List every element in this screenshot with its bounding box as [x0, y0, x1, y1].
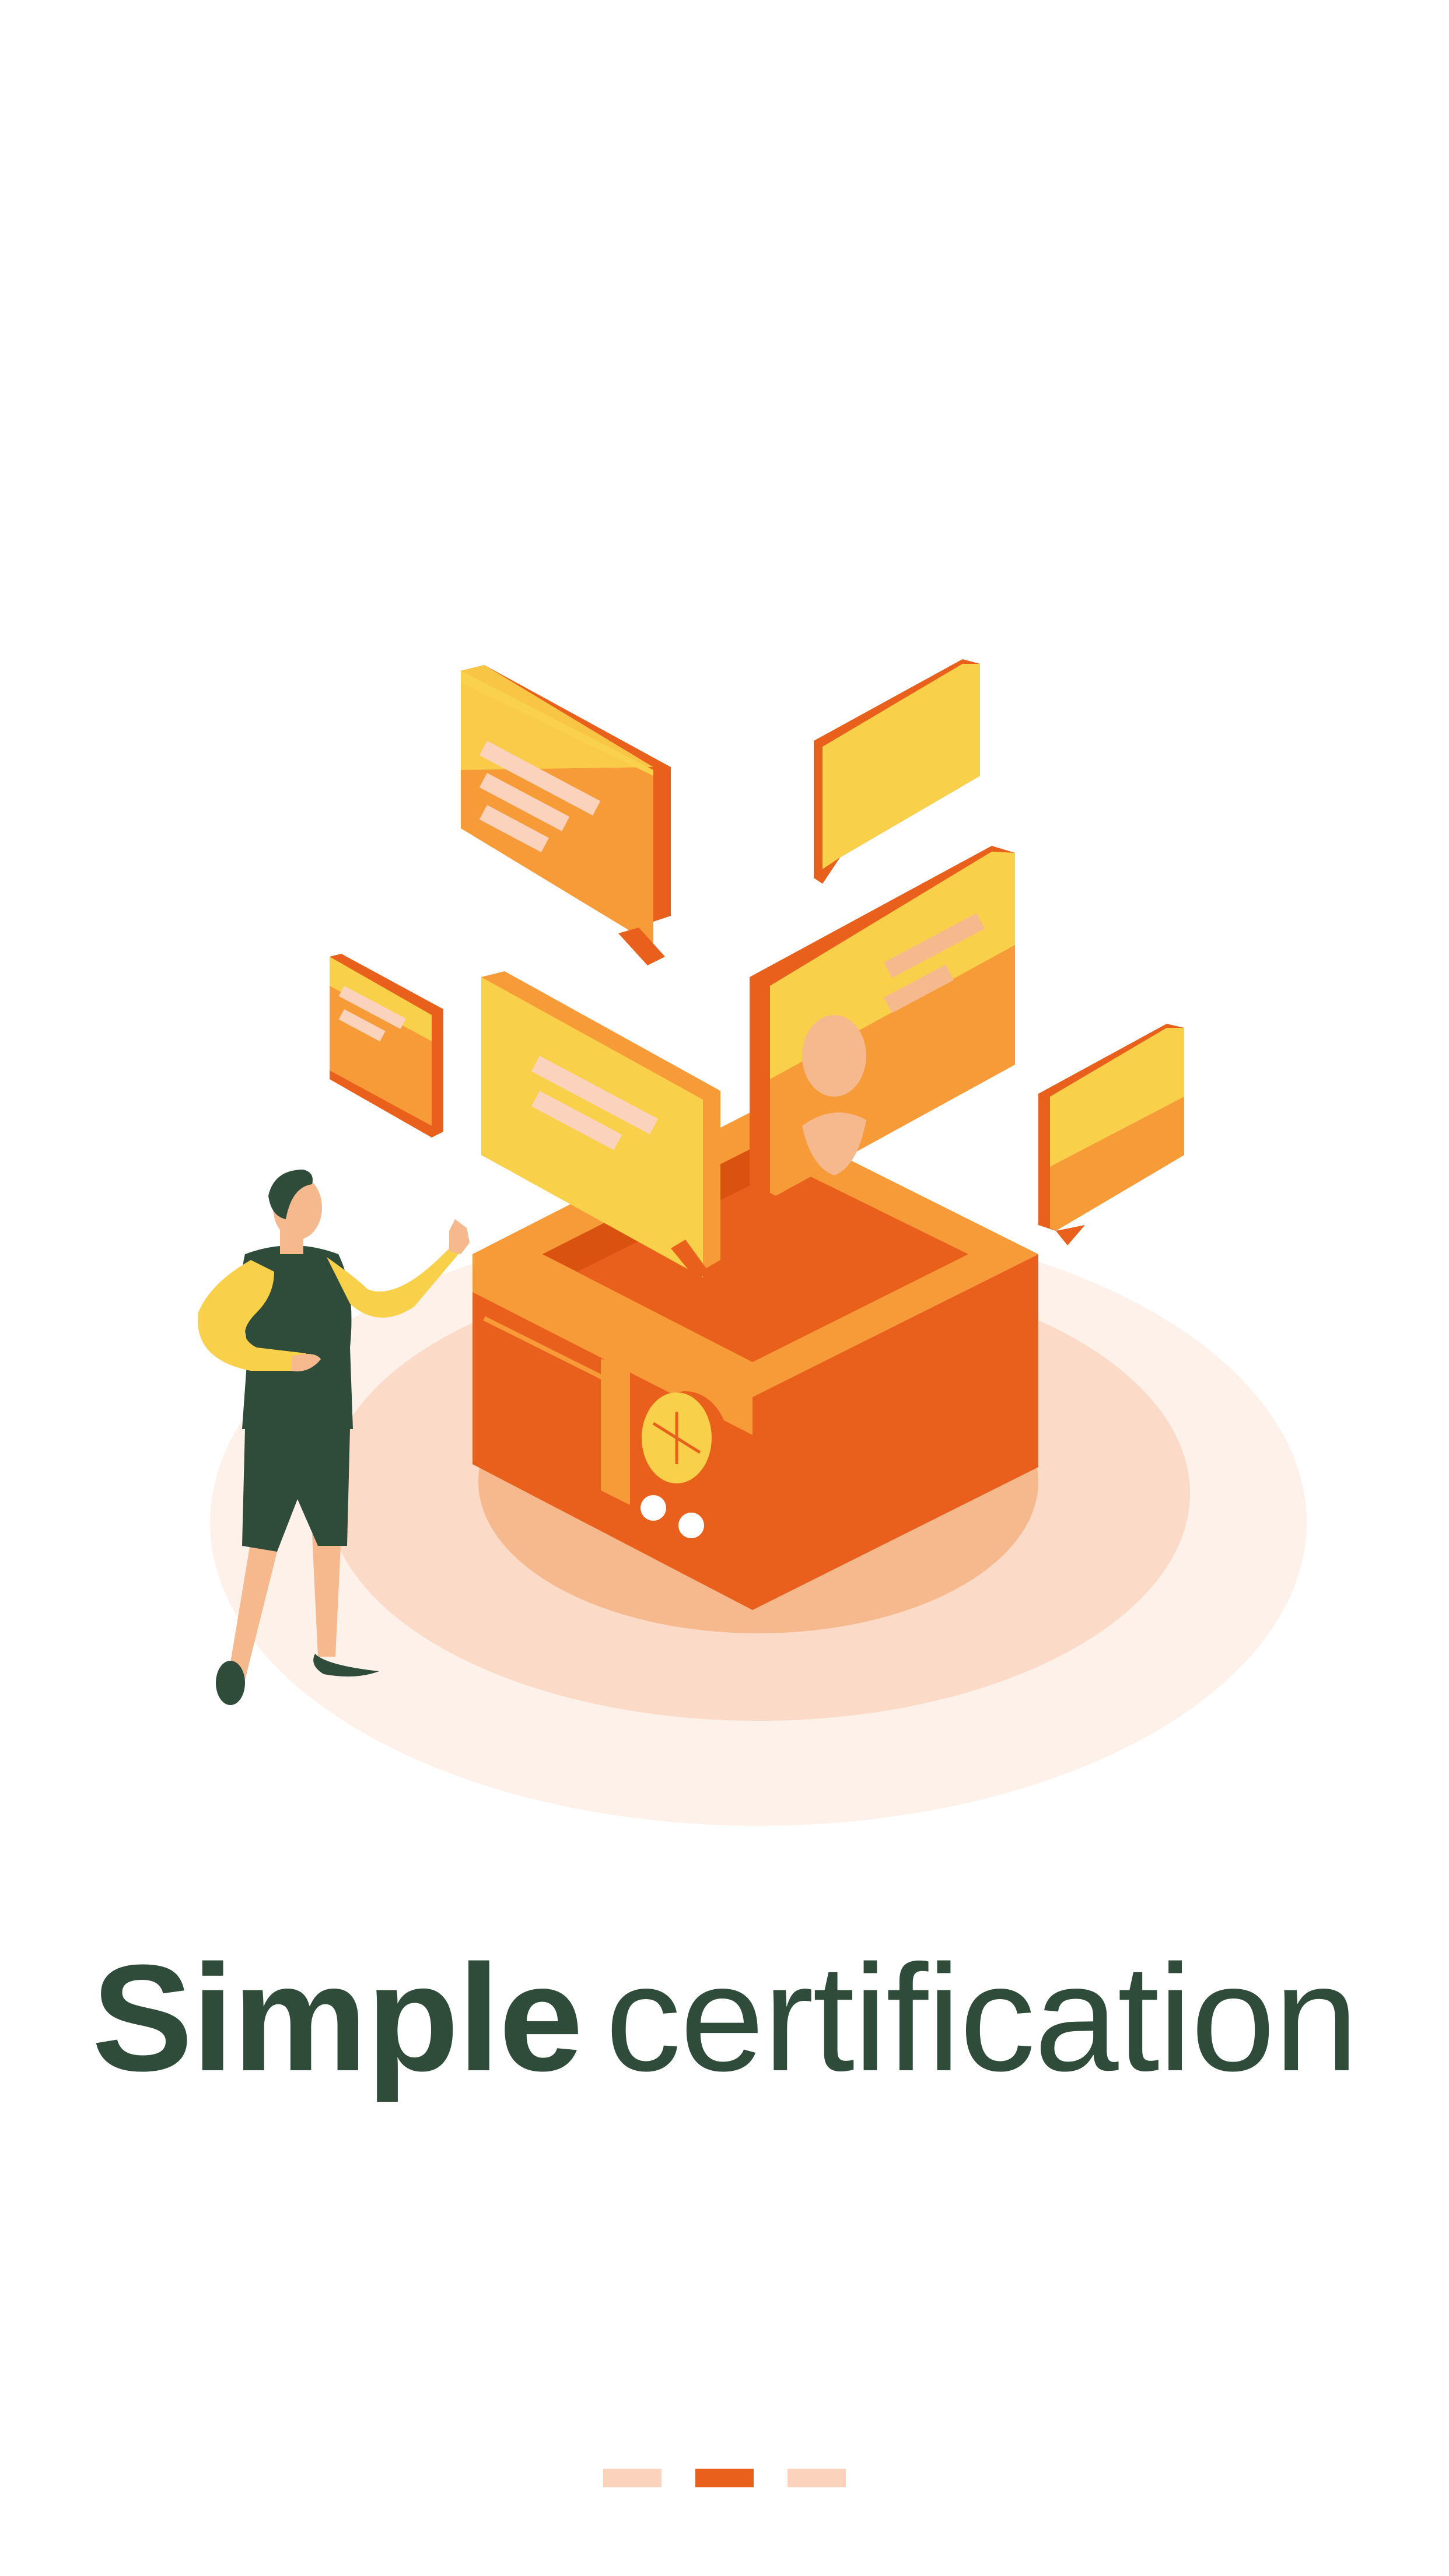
headline-regular-text: certification — [605, 1934, 1359, 2103]
certification-box-illustration-icon — [198, 659, 1307, 1826]
page-indicator-dot-2[interactable] — [695, 2469, 754, 2487]
page-indicator-dot-1[interactable] — [603, 2469, 662, 2487]
page-indicator — [0, 2469, 1449, 2487]
page-indicator-dot-3[interactable] — [788, 2469, 846, 2487]
headline-bold-text: Simple — [92, 1934, 583, 2103]
